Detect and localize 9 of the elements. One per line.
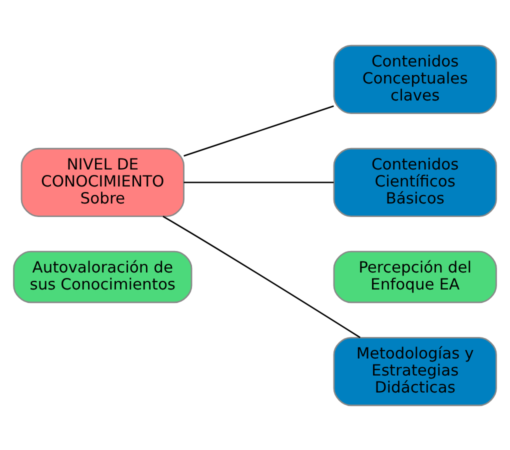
node-box: Percepción del Enfoque EA xyxy=(333,250,497,303)
node-box: Contenidos Científicos Básicos xyxy=(333,147,497,217)
connector xyxy=(184,181,334,183)
connector xyxy=(184,104,334,156)
node-box: Contenidos Conceptuales claves xyxy=(333,44,497,114)
node-box: Autovaloración de sus Conocimientos xyxy=(13,250,192,303)
connector xyxy=(162,215,360,338)
node-box: NIVEL DE CONOCIMIENTO Sobre xyxy=(20,147,184,217)
node-box: Metodologías y Estrategias Didácticas xyxy=(333,336,497,406)
